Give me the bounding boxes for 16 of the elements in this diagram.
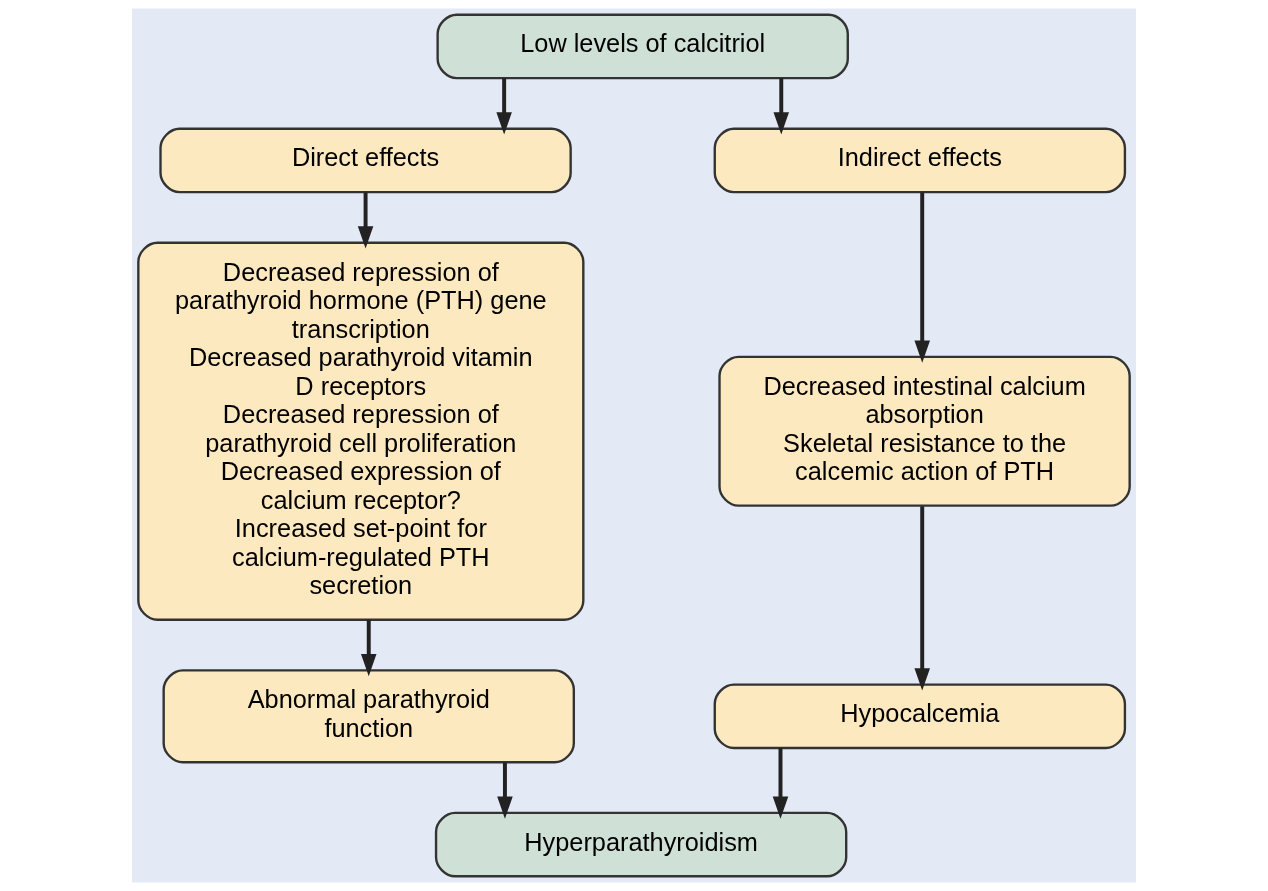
arrow [360, 619, 377, 677]
node-box: Hypocalcemia [713, 683, 1127, 750]
arrow [914, 506, 930, 691]
node-box: Hyperparathyroidism [434, 811, 848, 878]
node-box: Decreased repression of parathyroid hormone (PTH) gene transcription Decreased parathyroid vitamin D receptors Decreased repression of parathyroid cell proliferation Decreased expression of calcium receptor? Increased set-point for calcium-regulated PTH secretion [137, 241, 585, 621]
node-box: Direct effects [159, 127, 572, 194]
arrow [357, 192, 374, 249]
arrow [914, 192, 930, 363]
node-box: Abnormal parathyroid function [162, 669, 575, 764]
arrow [497, 762, 513, 819]
arrow [773, 78, 790, 135]
node-box: Decreased intestinal calcium absorption Skeletal resistance to the calcemic action of PTH [718, 355, 1131, 507]
arrow [496, 78, 512, 135]
node-box: Indirect effects [713, 127, 1127, 194]
node-box: Low levels of calcitriol [436, 13, 849, 80]
arrow [772, 748, 789, 819]
